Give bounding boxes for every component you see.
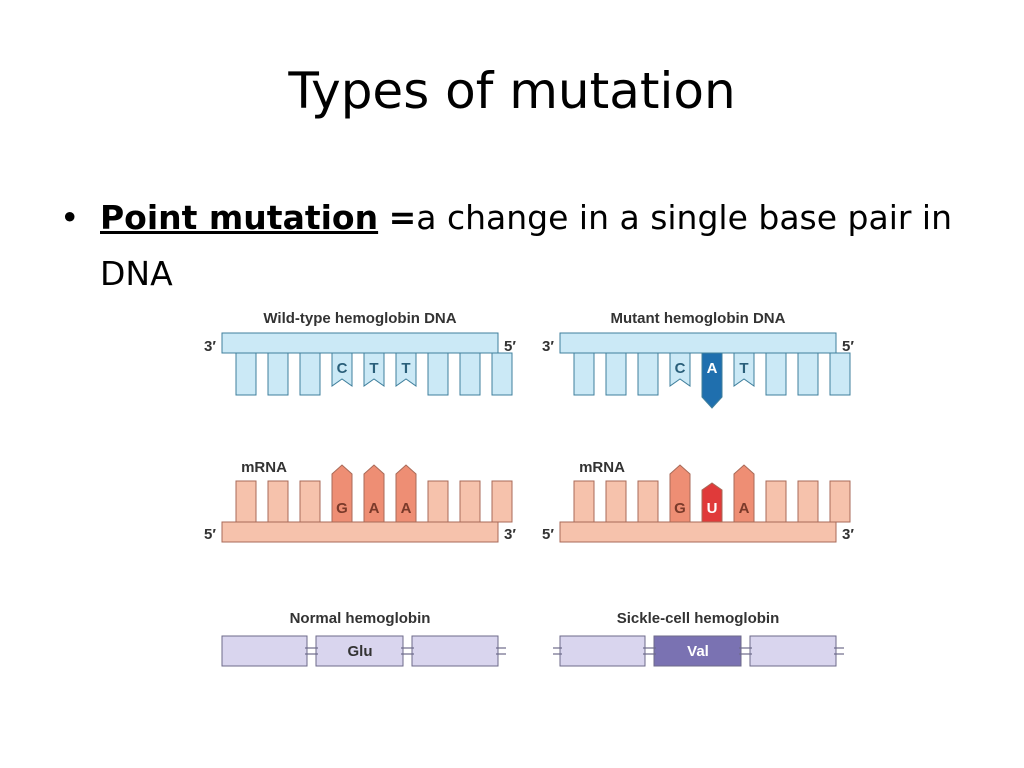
wildtype-dna-title: Wild-type hemoglobin DNA bbox=[263, 310, 456, 327]
wildtype-mrna-end-right: 3′ bbox=[504, 526, 516, 543]
wildtype-mrna-backbone bbox=[221, 521, 499, 543]
wildtype-dna-tooth bbox=[299, 352, 321, 396]
wildtype-dna-base-label-1: C bbox=[337, 360, 348, 377]
mutant-dna-tooth bbox=[573, 352, 595, 396]
wildtype-mrna-tooth bbox=[235, 480, 257, 523]
mutant-dna-base-label-2: A bbox=[707, 360, 718, 377]
mutant-mrna-tooth bbox=[637, 480, 659, 523]
equals-sign: = bbox=[388, 198, 417, 237]
wildtype-dna-tooth bbox=[459, 352, 481, 396]
mutant-mrna-tooth bbox=[573, 480, 595, 523]
mutant-dna-end-right: 5′ bbox=[842, 338, 854, 355]
wildtype-dna-base-label-3: T bbox=[401, 360, 410, 377]
mutant-mrna-end-right: 3′ bbox=[842, 526, 854, 543]
term-point-mutation: Point mutation bbox=[100, 198, 379, 237]
mutant-dna-base-label-3: T bbox=[739, 360, 748, 377]
mutant-mrna-tooth bbox=[605, 480, 627, 523]
wildtype-mrna-end-left: 5′ bbox=[204, 526, 216, 543]
mutant-dna-title: Mutant hemoglobin DNA bbox=[611, 310, 786, 327]
mutant-dna-end-left: 3′ bbox=[542, 338, 554, 355]
mutant-amino-acid-box bbox=[653, 635, 742, 667]
wildtype-mrna-tooth bbox=[299, 480, 321, 523]
wildtype-amino-acid-label: Glu bbox=[348, 643, 373, 660]
wildtype-protein-segment bbox=[221, 635, 308, 667]
wildtype-mrna-tooth bbox=[267, 480, 289, 523]
mutant-amino-acid-label: Val bbox=[687, 643, 709, 660]
mutant-mrna-tooth bbox=[765, 480, 787, 523]
slide-title: Types of mutation bbox=[288, 62, 736, 120]
wildtype-dna-base-1 bbox=[331, 352, 353, 387]
mutant-dna-base-1 bbox=[669, 352, 691, 387]
wildtype-dna-tooth bbox=[267, 352, 289, 396]
mutant-mrna-end-left: 5′ bbox=[542, 526, 554, 543]
wildtype-protein-segment bbox=[411, 635, 499, 667]
wildtype-dna-base-label-2: T bbox=[369, 360, 378, 377]
mutant-dna-tooth bbox=[797, 352, 819, 396]
mutant-dna-backbone bbox=[559, 332, 837, 354]
wildtype-dna-end-right: 5′ bbox=[504, 338, 516, 355]
mutant-protein-title: Sickle-cell hemoglobin bbox=[617, 610, 780, 627]
wildtype-mrna-tooth bbox=[427, 480, 449, 523]
wildtype-dna-tooth bbox=[427, 352, 449, 396]
mutant-mrna-base-label-2: U bbox=[707, 500, 718, 517]
wildtype-mrna-base-label-3: A bbox=[401, 500, 412, 517]
mutant-dna-tooth bbox=[765, 352, 787, 396]
mutant-protein-segment bbox=[749, 635, 837, 667]
mutant-dna-base-label-1: C bbox=[675, 360, 686, 377]
wildtype-mrna-tooth bbox=[491, 480, 513, 523]
bullet-dot-icon: • bbox=[60, 198, 80, 237]
term-definition: a change in a single base pair in DNA bbox=[100, 198, 953, 293]
wildtype-mrna-base-label-2: A bbox=[369, 500, 380, 517]
mutant-mrna-base-label-1: G bbox=[674, 500, 686, 517]
mutant-mrna-backbone bbox=[559, 521, 837, 543]
wildtype-dna-backbone bbox=[221, 332, 499, 354]
bullet-text: Point mutation =a change in a single bas… bbox=[100, 190, 980, 302]
wildtype-dna-end-left: 3′ bbox=[204, 338, 216, 355]
wildtype-dna-base-2 bbox=[363, 352, 385, 387]
mutant-dna-tooth bbox=[637, 352, 659, 396]
mutant-dna-base-3 bbox=[733, 352, 755, 387]
wildtype-mrna-label: mRNA bbox=[241, 459, 287, 476]
wildtype-amino-acid-box bbox=[315, 635, 404, 667]
mutant-protein-segment bbox=[559, 635, 646, 667]
mutant-mrna-tooth bbox=[829, 480, 851, 523]
wildtype-mrna-base-label-1: G bbox=[336, 500, 348, 517]
wildtype-protein-title: Normal hemoglobin bbox=[290, 610, 431, 627]
wildtype-dna-base-3 bbox=[395, 352, 417, 387]
wildtype-mrna-tooth bbox=[459, 480, 481, 523]
wildtype-dna-tooth bbox=[235, 352, 257, 396]
mutant-dna-base-2 bbox=[701, 352, 723, 409]
wildtype-dna-tooth bbox=[491, 352, 513, 396]
mutant-mrna-base-label-3: A bbox=[739, 500, 750, 517]
mutant-dna-tooth bbox=[829, 352, 851, 396]
mutant-mrna-tooth bbox=[797, 480, 819, 523]
mutant-mrna-label: mRNA bbox=[579, 459, 625, 476]
mutant-dna-tooth bbox=[605, 352, 627, 396]
